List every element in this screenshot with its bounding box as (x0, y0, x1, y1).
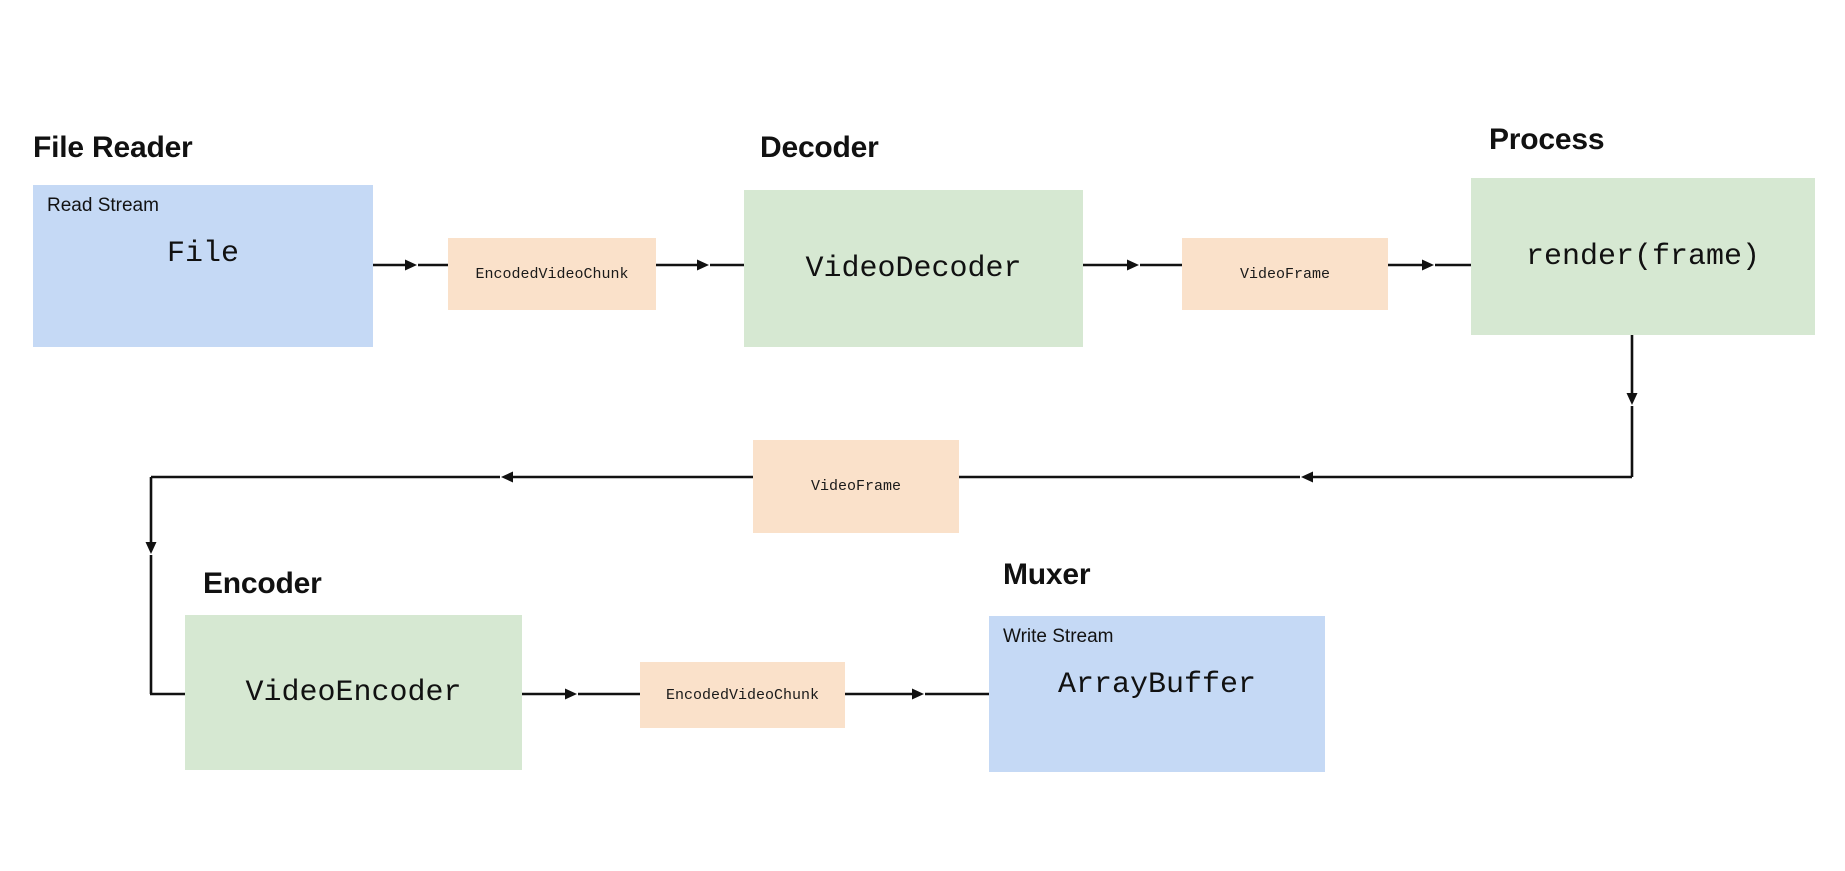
payload-chip-video-frame-return[interactable]: VideoFrame (753, 440, 959, 533)
group-title-encoder: Encoder (203, 567, 322, 600)
payload-chip-encoded-video-chunk-in[interactable]: EncodedVideoChunk (448, 238, 656, 310)
stage-name-file: File (166, 237, 239, 271)
stage-name-video-decoder: VideoDecoder (805, 251, 1022, 286)
stage-sublabel-read-stream: Read Stream (47, 195, 159, 216)
payload-label-video-frame-out: VideoFrame (1239, 265, 1330, 283)
payload-label-encoded-video-chunk-out: EncodedVideoChunk (665, 686, 820, 704)
stage-name-array-buffer: ArrayBuffer (1057, 668, 1257, 702)
payload-label-video-frame-return: VideoFrame (810, 478, 901, 495)
payload-chip-encoded-video-chunk-out[interactable]: EncodedVideoChunk (640, 662, 845, 728)
stage-name-render-frame: render(frame) (1525, 239, 1761, 274)
stage-box-process[interactable]: render(frame) (1471, 178, 1815, 335)
stage-box-video-decoder[interactable]: VideoDecoder (744, 190, 1083, 347)
group-title-decoder: Decoder (760, 131, 879, 164)
group-title-muxer: Muxer (1003, 558, 1091, 591)
stage-box-file-reader[interactable]: Read Stream File (33, 185, 373, 347)
stage-box-muxer[interactable]: Write Stream ArrayBuffer (989, 616, 1325, 772)
connector-process-to-return (959, 335, 1638, 483)
group-title-file-reader: File Reader (33, 131, 193, 164)
stage-name-video-encoder: VideoEncoder (245, 675, 462, 710)
group-title-process: Process (1489, 123, 1605, 156)
payload-label-encoded-video-chunk-in: EncodedVideoChunk (475, 265, 629, 283)
stage-sublabel-write-stream: Write Stream (1003, 626, 1114, 647)
stage-box-video-encoder[interactable]: VideoEncoder (185, 615, 522, 770)
payload-chip-video-frame-out[interactable]: VideoFrame (1182, 238, 1388, 310)
